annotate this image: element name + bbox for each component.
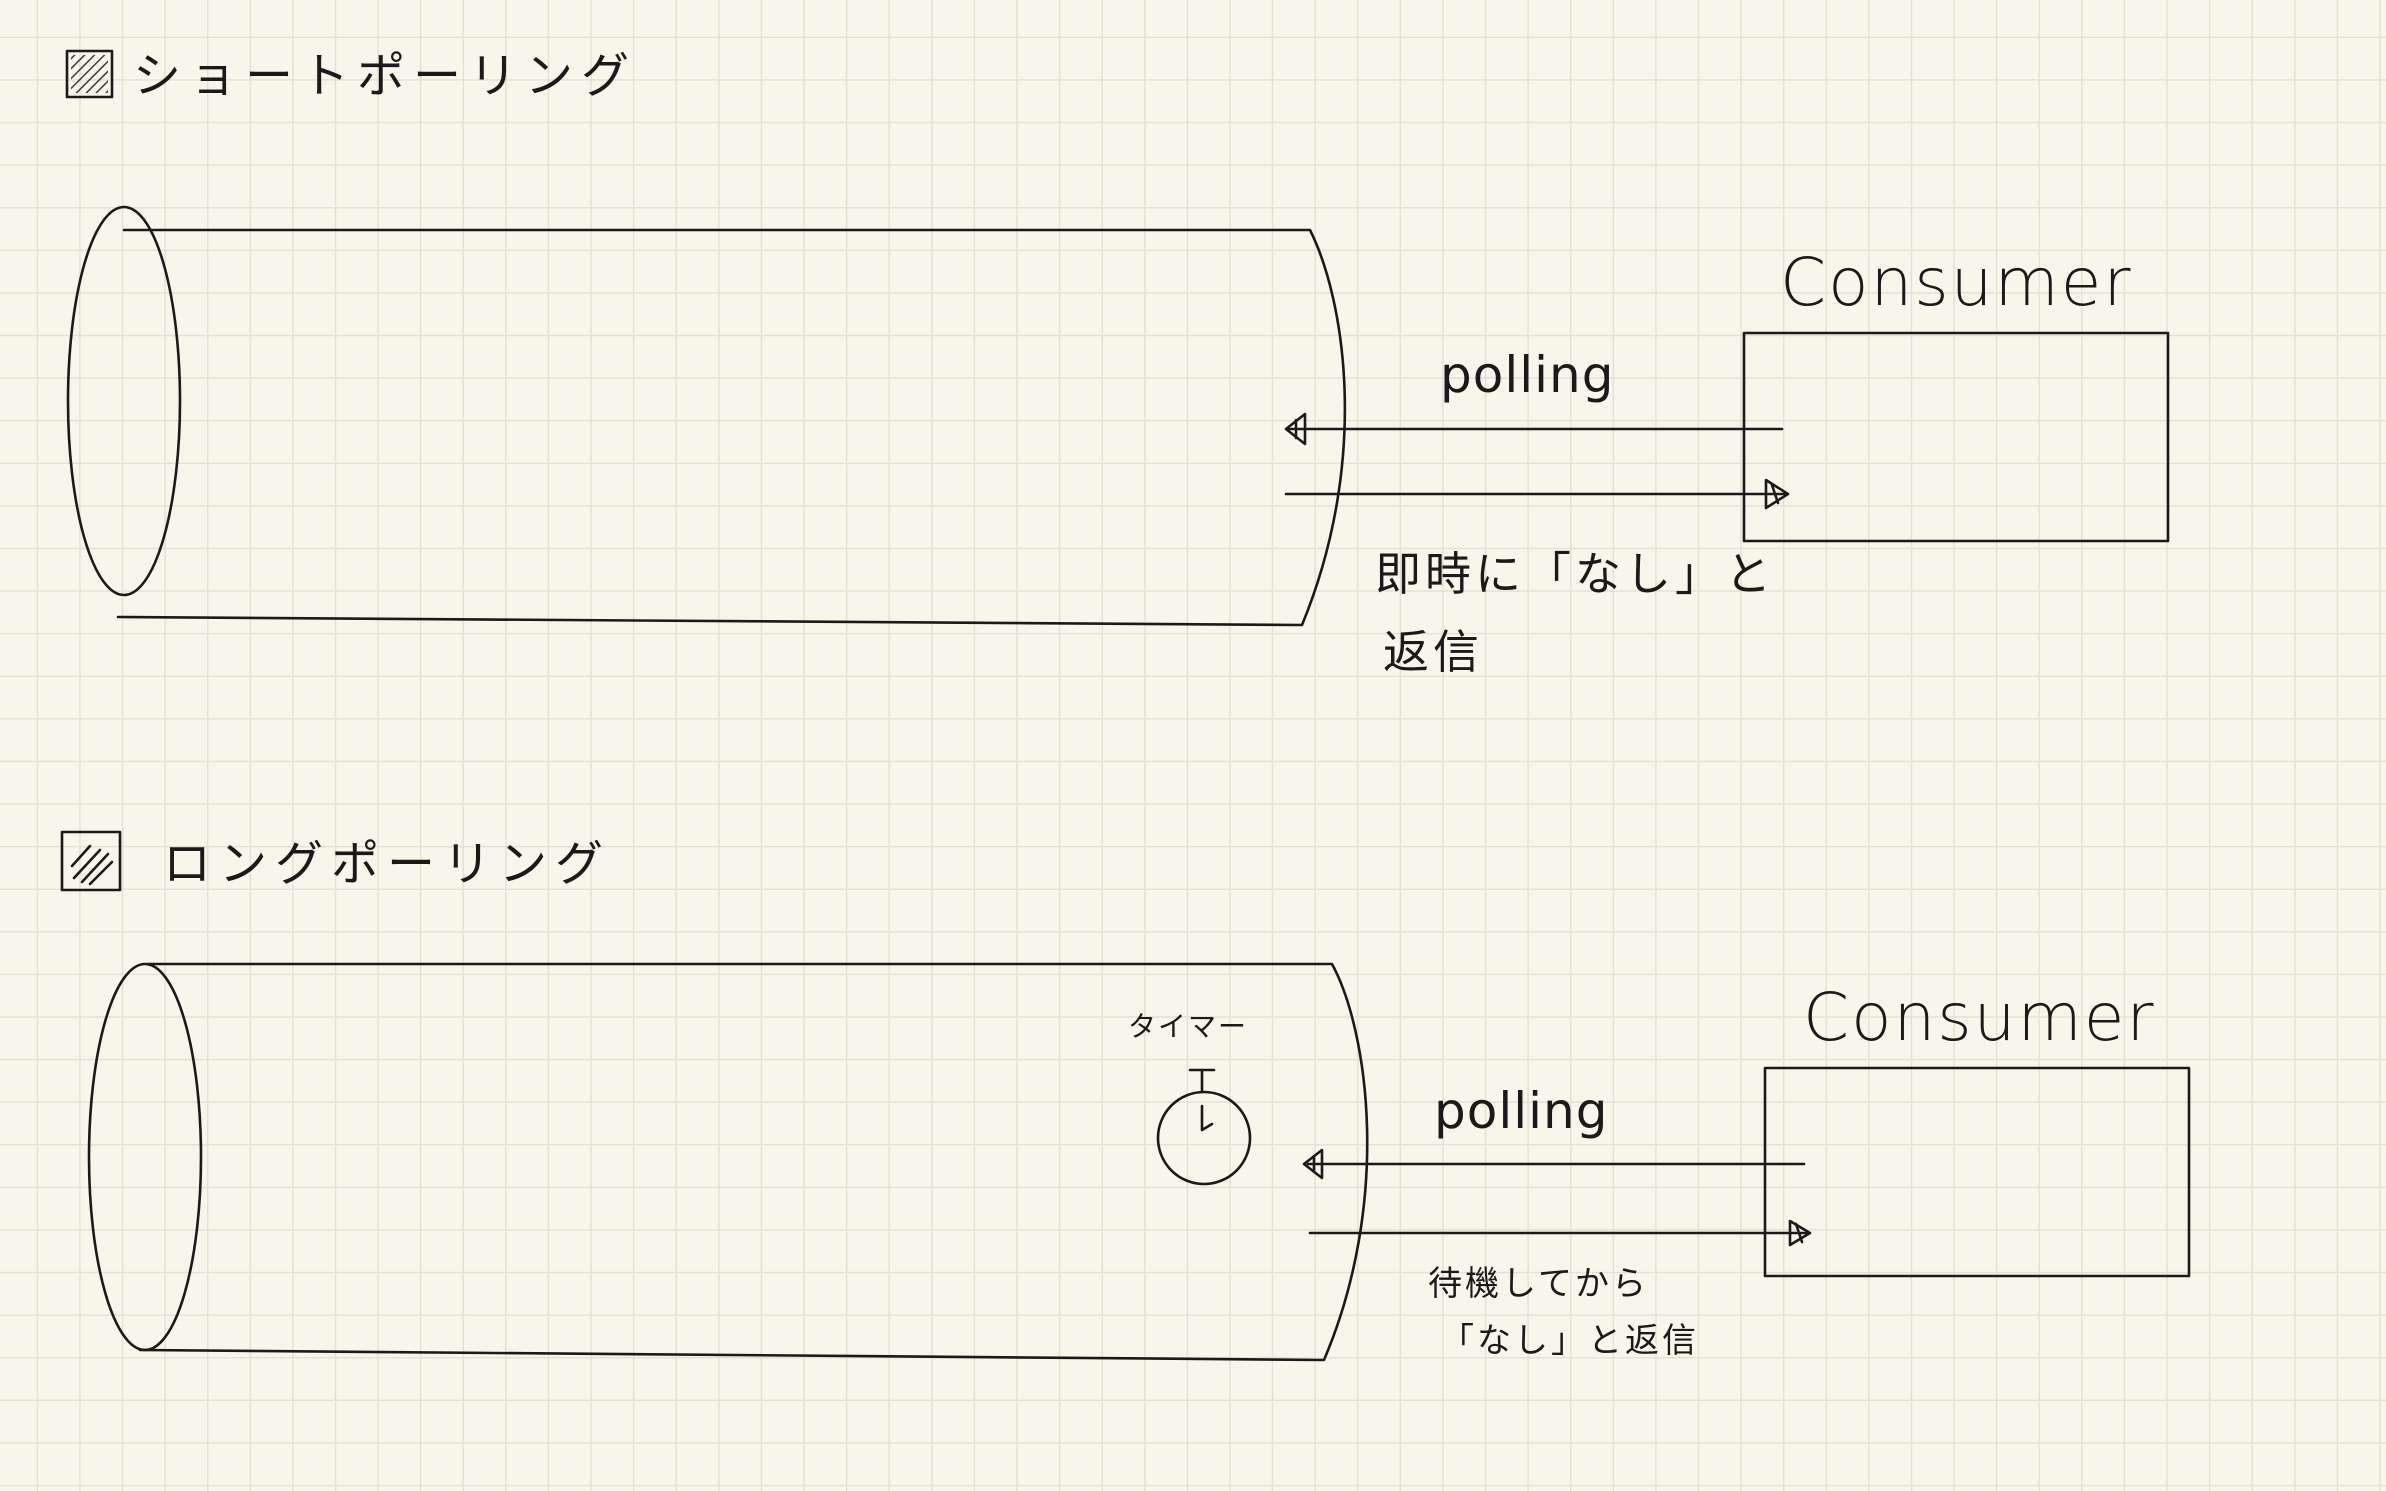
- response-note-line-1: 待機してから: [1428, 1264, 1649, 1304]
- response-arrow: [1308, 1219, 1812, 1247]
- response-note-line-1: 即時に「なし」と: [1375, 547, 1775, 601]
- timer-label: タイマー: [1128, 1010, 1248, 1043]
- polling-request-arrow: [1302, 1148, 1806, 1180]
- timer-icon: [1156, 1068, 1252, 1186]
- polling-label: polling: [1440, 346, 1614, 404]
- consumer-box: [1763, 1066, 2191, 1278]
- section-title: ロングポーリング: [163, 836, 611, 892]
- response-note-line-2: 返信: [1383, 625, 1483, 679]
- short-polling-section: ショートポーリング polling 即時に「なし」と 返信 Consumer: [65, 48, 2170, 679]
- response-arrow: [1284, 478, 1790, 510]
- consumer-label: Consumer: [1780, 244, 2133, 321]
- section-title: ショートポーリング: [133, 48, 637, 104]
- response-note-line-2: 「なし」と返信: [1440, 1321, 1699, 1361]
- hatched-checkbox-icon: [60, 830, 122, 892]
- polling-request-arrow: [1284, 412, 1784, 446]
- polling-label: polling: [1434, 1082, 1608, 1140]
- long-polling-section: ロングポーリング タイマー polling 待機してから: [60, 830, 2191, 1362]
- consumer-box: [1742, 331, 2170, 543]
- hatched-checkbox-icon: [65, 49, 114, 99]
- queue-cylinder: [66, 205, 1347, 627]
- queue-cylinder: [87, 962, 1369, 1362]
- consumer-label: Consumer: [1803, 979, 2156, 1056]
